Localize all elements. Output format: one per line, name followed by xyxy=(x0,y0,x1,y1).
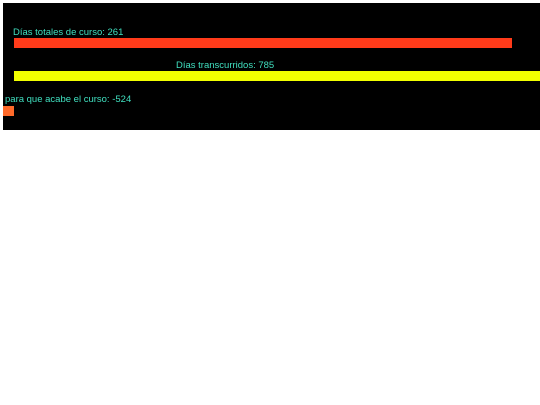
course-days-panel: Días totales de curso: 261 Días transcur… xyxy=(3,3,540,130)
remaining-days-label: para que acabe el curso: -524 xyxy=(5,94,132,105)
elapsed-days-bar xyxy=(14,71,540,81)
remaining-days-bar xyxy=(3,106,14,116)
total-days-label: Días totales de curso: 261 xyxy=(13,27,124,38)
total-days-bar xyxy=(14,38,512,48)
elapsed-days-label: Días transcurridos: 785 xyxy=(176,60,275,71)
